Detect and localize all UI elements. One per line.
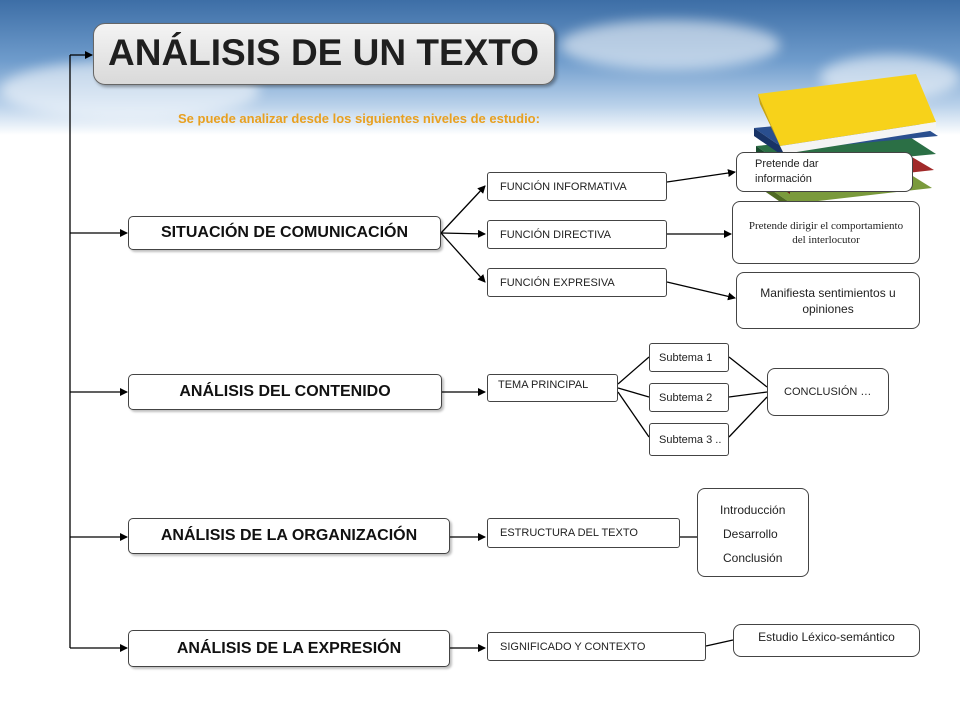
analisis-organizacion-label: ANÁLISIS DE LA ORGANIZACIÓN <box>160 527 418 544</box>
subtema-3-box: Subtema 3 .. <box>649 423 729 456</box>
significado-contexto-box: SIGNIFICADO Y CONTEXTO <box>487 632 706 661</box>
subtitle: Se puede analizar desde los siguientes n… <box>178 111 540 126</box>
subtema-3-label: Subtema 3 .. <box>659 433 722 446</box>
directiva-note: Pretende dirigir el comportamiento del i… <box>732 201 920 264</box>
estudio-lexico-label: Estudio Léxico-semántico <box>758 630 895 644</box>
analisis-organizacion-box: ANÁLISIS DE LA ORGANIZACIÓN <box>128 518 450 554</box>
situacion-comunicacion-label: SITUACIÓN DE COMUNICACIÓN <box>160 224 409 241</box>
analisis-contenido-box: ANÁLISIS DEL CONTENIDO <box>128 374 442 410</box>
subtema-2-box: Subtema 2 <box>649 383 729 412</box>
analisis-contenido-label: ANÁLISIS DEL CONTENIDO <box>179 383 391 400</box>
partes-texto-box: Introducción Desarrollo Conclusión <box>697 488 809 577</box>
funcion-informativa-label: FUNCIÓN INFORMATIVA <box>500 180 627 193</box>
parte-conclusion: Conclusión <box>723 551 783 565</box>
directiva-note-text: Pretende dirigir el comportamiento del i… <box>748 219 904 246</box>
funcion-expresiva-box: FUNCIÓN EXPRESIVA <box>487 268 667 297</box>
expresiva-note: Manifiesta sentimientos u opiniones <box>736 272 920 329</box>
subtema-2-label: Subtema 2 <box>659 391 713 404</box>
tema-principal-label: TEMA PRINCIPAL <box>498 379 589 391</box>
tema-principal-box: TEMA PRINCIPAL <box>487 374 618 402</box>
cloud-decoration <box>560 20 780 70</box>
informativa-note: Pretende dar información <box>736 152 913 192</box>
parte-desarrollo: Desarrollo <box>723 527 778 541</box>
analisis-expresion-box: ANÁLISIS DE LA EXPRESIÓN <box>128 630 450 667</box>
funcion-directiva-label: FUNCIÓN DIRECTIVA <box>500 228 612 241</box>
significado-contexto-label: SIGNIFICADO Y CONTEXTO <box>500 640 646 653</box>
funcion-directiva-box: FUNCIÓN DIRECTIVA <box>487 220 667 249</box>
page-title: ANÁLISIS DE UN TEXTO <box>108 32 540 73</box>
estudio-lexico-box: Estudio Léxico-semántico <box>733 624 920 657</box>
analisis-expresion-label: ANÁLISIS DE LA EXPRESIÓN <box>176 639 402 657</box>
funcion-informativa-box: FUNCIÓN INFORMATIVA <box>487 172 667 201</box>
subtema-1-label: Subtema 1 <box>659 351 713 364</box>
estructura-texto-box: ESTRUCTURA DEL TEXTO <box>487 518 680 548</box>
conclusion-label: CONCLUSIÓN … <box>784 386 872 398</box>
informativa-note-text: Pretende dar información <box>755 158 819 185</box>
title-box: ANÁLISIS DE UN TEXTO <box>93 23 555 85</box>
expresiva-note-text: Manifiesta sentimientos u opiniones <box>760 285 896 316</box>
conclusion-box: CONCLUSIÓN … <box>767 368 889 416</box>
situacion-comunicacion-box: SITUACIÓN DE COMUNICACIÓN <box>128 216 441 250</box>
parte-introduccion: Introducción <box>720 503 786 517</box>
funcion-expresiva-label: FUNCIÓN EXPRESIVA <box>500 276 615 289</box>
estructura-texto-label: ESTRUCTURA DEL TEXTO <box>500 527 638 539</box>
subtema-1-box: Subtema 1 <box>649 343 729 372</box>
